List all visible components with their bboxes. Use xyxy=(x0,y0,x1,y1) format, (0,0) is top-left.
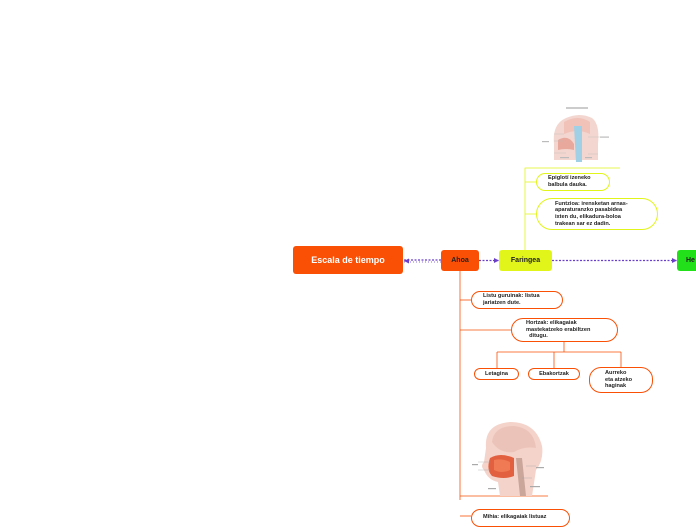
root-node-escala-de-tiempo[interactable]: Escala de tiempo xyxy=(293,246,403,274)
node-hestea[interactable]: He xyxy=(677,250,696,271)
node-listu-guruinak[interactable]: Listu guruinak: listua jariatzen dute. xyxy=(471,291,563,309)
node-ahoa[interactable]: Ahoa xyxy=(441,250,479,271)
node-letagina[interactable]: Letagina xyxy=(474,368,519,380)
node-funtzioa[interactable]: Funtzioa: irensketan arnas- aparaturanzk… xyxy=(536,198,658,230)
node-faringea[interactable]: Faringea xyxy=(499,250,552,271)
node-mihia[interactable]: Mihia: elikagaiak listuaz xyxy=(471,509,570,527)
node-ebakortzak[interactable]: Ebakortzak xyxy=(528,368,580,380)
node-hortzak[interactable]: Hortzak: elikagaiak mastekatzeko erabilt… xyxy=(511,318,618,342)
node-aurreko-eta-atzeko-haginak[interactable]: Aurreko eta atzeko haginak xyxy=(589,367,653,393)
pharynx-illustration-image xyxy=(542,107,609,162)
head-section-illustration-image xyxy=(472,422,544,496)
node-epiglotis[interactable]: Epiglotí izeneko balbula dauka. xyxy=(536,173,610,191)
